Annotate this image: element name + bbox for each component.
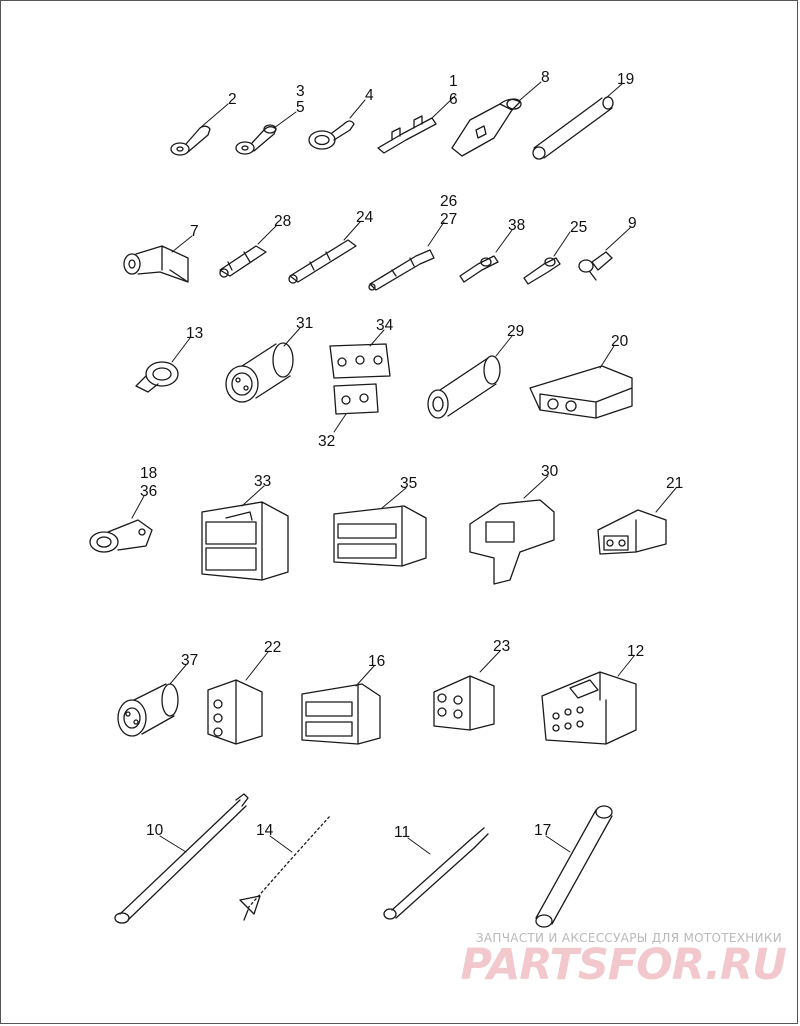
callout-28: 28 xyxy=(274,213,291,230)
callout-4: 4 xyxy=(365,87,374,104)
callout-34: 34 xyxy=(376,317,394,334)
part-bead-strap-14 xyxy=(239,815,331,921)
part-connector-23 xyxy=(433,675,495,731)
part-connector-22 xyxy=(207,679,263,745)
callout-17: 17 xyxy=(534,822,551,839)
part-ring-terminal-3 xyxy=(235,124,277,155)
part-cable-strap-10 xyxy=(114,793,249,924)
callout-11: 11 xyxy=(394,824,410,841)
part-round-connector-31 xyxy=(225,342,294,403)
part-boot-18 xyxy=(89,519,153,553)
callout-10: 10 xyxy=(146,822,164,839)
part-wire-clip-13 xyxy=(135,361,179,393)
part-terminal-lock-34 xyxy=(329,343,391,379)
part-socket-housing-29 xyxy=(427,355,501,419)
callout-26: 26 xyxy=(440,193,457,210)
callout-1: 1 xyxy=(449,73,458,90)
callout-12: 12 xyxy=(627,643,644,660)
callout-36: 36 xyxy=(140,483,157,500)
part-terminal-38 xyxy=(459,255,499,283)
callout-22: 22 xyxy=(264,639,281,656)
callout-labels: 2 3 5 4 1 6 8 19 7 28 24 26 27 38 25 9 1… xyxy=(140,69,683,841)
part-ring-terminal-2 xyxy=(170,125,211,156)
callout-7: 7 xyxy=(190,223,199,240)
callout-3: 3 xyxy=(296,83,305,100)
part-round-connector-37 xyxy=(117,683,179,737)
callout-33: 33 xyxy=(254,473,271,490)
callout-32: 32 xyxy=(318,433,335,450)
callout-14: 14 xyxy=(256,822,274,839)
callout-23: 23 xyxy=(493,638,510,655)
callout-9: 9 xyxy=(628,215,637,232)
callout-8: 8 xyxy=(541,69,550,86)
part-connector-20 xyxy=(529,365,633,419)
part-pin-terminal-28 xyxy=(219,245,267,278)
callout-21: 21 xyxy=(666,475,683,492)
watermark-tagline: ЗАПЧАСТИ И АКСЕССУАРЫ ДЛЯ МОТОТЕХНИКИ xyxy=(475,931,782,945)
part-connector-12 xyxy=(541,671,637,745)
part-terminal-clip-7 xyxy=(123,245,189,283)
callout-5: 5 xyxy=(296,99,305,116)
callout-19: 19 xyxy=(617,71,634,88)
callout-13: 13 xyxy=(186,325,203,342)
part-terminal-lock-32 xyxy=(333,383,379,415)
part-terminal-9 xyxy=(578,251,613,281)
callout-25: 25 xyxy=(570,219,587,236)
part-socket-terminal-24 xyxy=(288,239,357,284)
part-pin-terminal-26 xyxy=(368,249,435,291)
part-tubing-17 xyxy=(535,805,613,928)
callout-2: 2 xyxy=(228,91,237,108)
callout-16: 16 xyxy=(368,653,385,670)
part-terminal-25 xyxy=(523,257,561,285)
part-cable-strap-11 xyxy=(383,827,489,920)
leader-lines xyxy=(131,81,677,855)
callout-18: 18 xyxy=(140,465,157,482)
part-connector-21 xyxy=(597,509,667,555)
callout-27: 27 xyxy=(440,211,457,228)
callout-24: 24 xyxy=(356,209,374,226)
part-insulated-connector-8 xyxy=(451,98,522,157)
part-ring-terminal-4 xyxy=(308,120,355,150)
part-connector-30 xyxy=(469,499,555,585)
callout-31: 31 xyxy=(296,315,313,332)
callout-30: 30 xyxy=(541,463,559,480)
callout-37: 37 xyxy=(181,652,198,669)
part-connector-33 xyxy=(201,501,289,581)
callout-20: 20 xyxy=(611,333,629,350)
watermark-logo: PARTSFOR.RU xyxy=(460,940,787,990)
callout-38: 38 xyxy=(508,217,525,234)
part-spade-terminal-1 xyxy=(377,115,437,154)
part-splice-tube-19 xyxy=(532,96,614,160)
callout-35: 35 xyxy=(400,475,417,492)
callout-6: 6 xyxy=(449,91,458,108)
part-connector-16 xyxy=(301,683,381,745)
part-connector-35 xyxy=(333,505,427,567)
callout-29: 29 xyxy=(507,323,524,340)
